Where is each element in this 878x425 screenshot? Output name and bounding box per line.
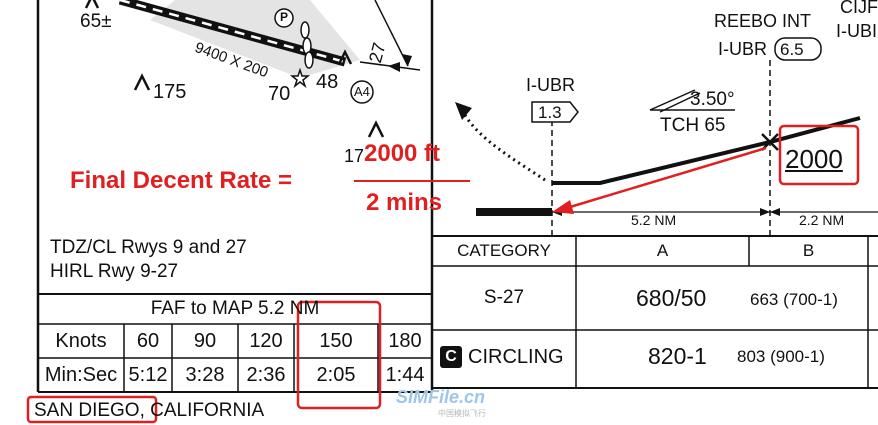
location-label: SAN DIEGO, CALIFORNIA: [34, 401, 264, 420]
faf-altitude: 2000: [785, 144, 843, 174]
watermark-logo: SIMFile.cn: [396, 387, 486, 407]
knots-value: 180: [388, 329, 422, 352]
circling-minimum: 820-1: [648, 343, 707, 369]
time-value: 2:36: [246, 363, 286, 386]
left-iubr-label: I-UBR: [526, 75, 575, 95]
dme-box-reebo: [774, 37, 822, 61]
reebo-int-label: REEBO INT: [714, 11, 812, 31]
left-dme-value: 1.3: [538, 103, 562, 122]
state-name: , CALIFORNIA: [139, 400, 265, 421]
approach-lights: [300, 21, 314, 69]
annotation-arrow-line: [559, 146, 767, 212]
formula-denominator: 2 mins: [366, 189, 443, 216]
timing-table-title: FAF to MAP 5.2 NM: [150, 298, 320, 319]
timing-highlight: [296, 300, 382, 410]
annotation-arrow-head-icon: [552, 200, 574, 214]
glide-angle-slope: [649, 89, 696, 111]
formula-numerator: 2000 ft: [364, 140, 441, 167]
obstacle-icon: [84, 0, 100, 9]
reebo-iubr-label: I-UBR: [718, 39, 767, 59]
s27-label: S-27: [483, 287, 525, 308]
time-value: 5:12: [128, 363, 168, 386]
knots-value: 60: [136, 329, 160, 352]
spot-elevation-17: 17: [344, 146, 365, 166]
runway-27-label: 27: [365, 40, 390, 65]
circling-badge: C: [440, 346, 462, 368]
min-sec-label: Min:Sec: [44, 363, 118, 386]
distance-2-2nm: 2.2 NM: [796, 213, 848, 227]
knots-value: 90: [193, 329, 217, 352]
category-a-header: A: [656, 241, 669, 260]
missed-approach-path: [463, 114, 546, 182]
top-right-label-2: I-UBI: [836, 21, 878, 41]
elevation-65: 65±: [80, 11, 112, 32]
knots-label: Knots: [55, 329, 107, 352]
s27-haa: 663 (700-1): [750, 290, 838, 309]
spot-elevation-175: 175: [153, 81, 187, 103]
knots-value: 120: [249, 329, 283, 352]
s27-minimum: 680/50: [636, 285, 707, 311]
tch-label: TCH 65: [660, 115, 726, 136]
parking-marker: [274, 8, 294, 28]
course-arrow-icon: [388, 62, 400, 72]
distance-arrow-icon: [760, 208, 770, 216]
spot-elevation-48: 48: [316, 71, 339, 93]
distance-arrow-icon: [770, 208, 780, 216]
dme-box-left: [531, 101, 579, 123]
city-highlight: [26, 395, 158, 424]
category-b-header: B: [802, 241, 815, 260]
missed-approach-arrow-icon: [455, 102, 472, 120]
obstacle-icon: [337, 49, 353, 65]
circling-haa: 803 (900-1): [737, 347, 825, 366]
faf-alt-highlight: [778, 124, 860, 186]
distance-5-2nm: 5.2 NM: [628, 213, 680, 227]
watermark-sub: 中国模拟飞行: [438, 409, 486, 418]
glide-path: [552, 116, 861, 185]
course-arrow-icon: [402, 54, 412, 66]
a4-marker-circle: [350, 80, 374, 104]
parking-label: P: [280, 10, 289, 24]
glide-angle-slope: [659, 92, 701, 113]
top-right-label-1: CIJF: [840, 0, 878, 17]
circling-label: CIRCLING: [468, 346, 564, 368]
glide-angle-label: 3.50°: [690, 89, 735, 110]
a4-label: A4: [354, 84, 370, 99]
formula-label: Final Decent Rate =: [70, 167, 293, 194]
category-header: CATEGORY: [457, 241, 551, 260]
beacon-star-icon: [289, 67, 311, 89]
time-value: 1:44: [385, 363, 425, 386]
lighting-line-2: HIRL Rwy 9-27: [50, 261, 179, 282]
city-name: SAN DIEGO: [34, 400, 140, 421]
lighting-line-1: TDZ/CL Rwys 9 and 27: [50, 237, 247, 258]
knots-value: 150: [319, 329, 353, 352]
obstacle-icon: [133, 73, 151, 91]
time-value: 3:28: [185, 363, 225, 386]
obstacle-icon: [367, 120, 385, 138]
spot-elevation-70: 70: [268, 83, 291, 105]
time-value: 2:05: [316, 363, 356, 386]
reebo-dme-value: 6.5: [780, 40, 804, 59]
